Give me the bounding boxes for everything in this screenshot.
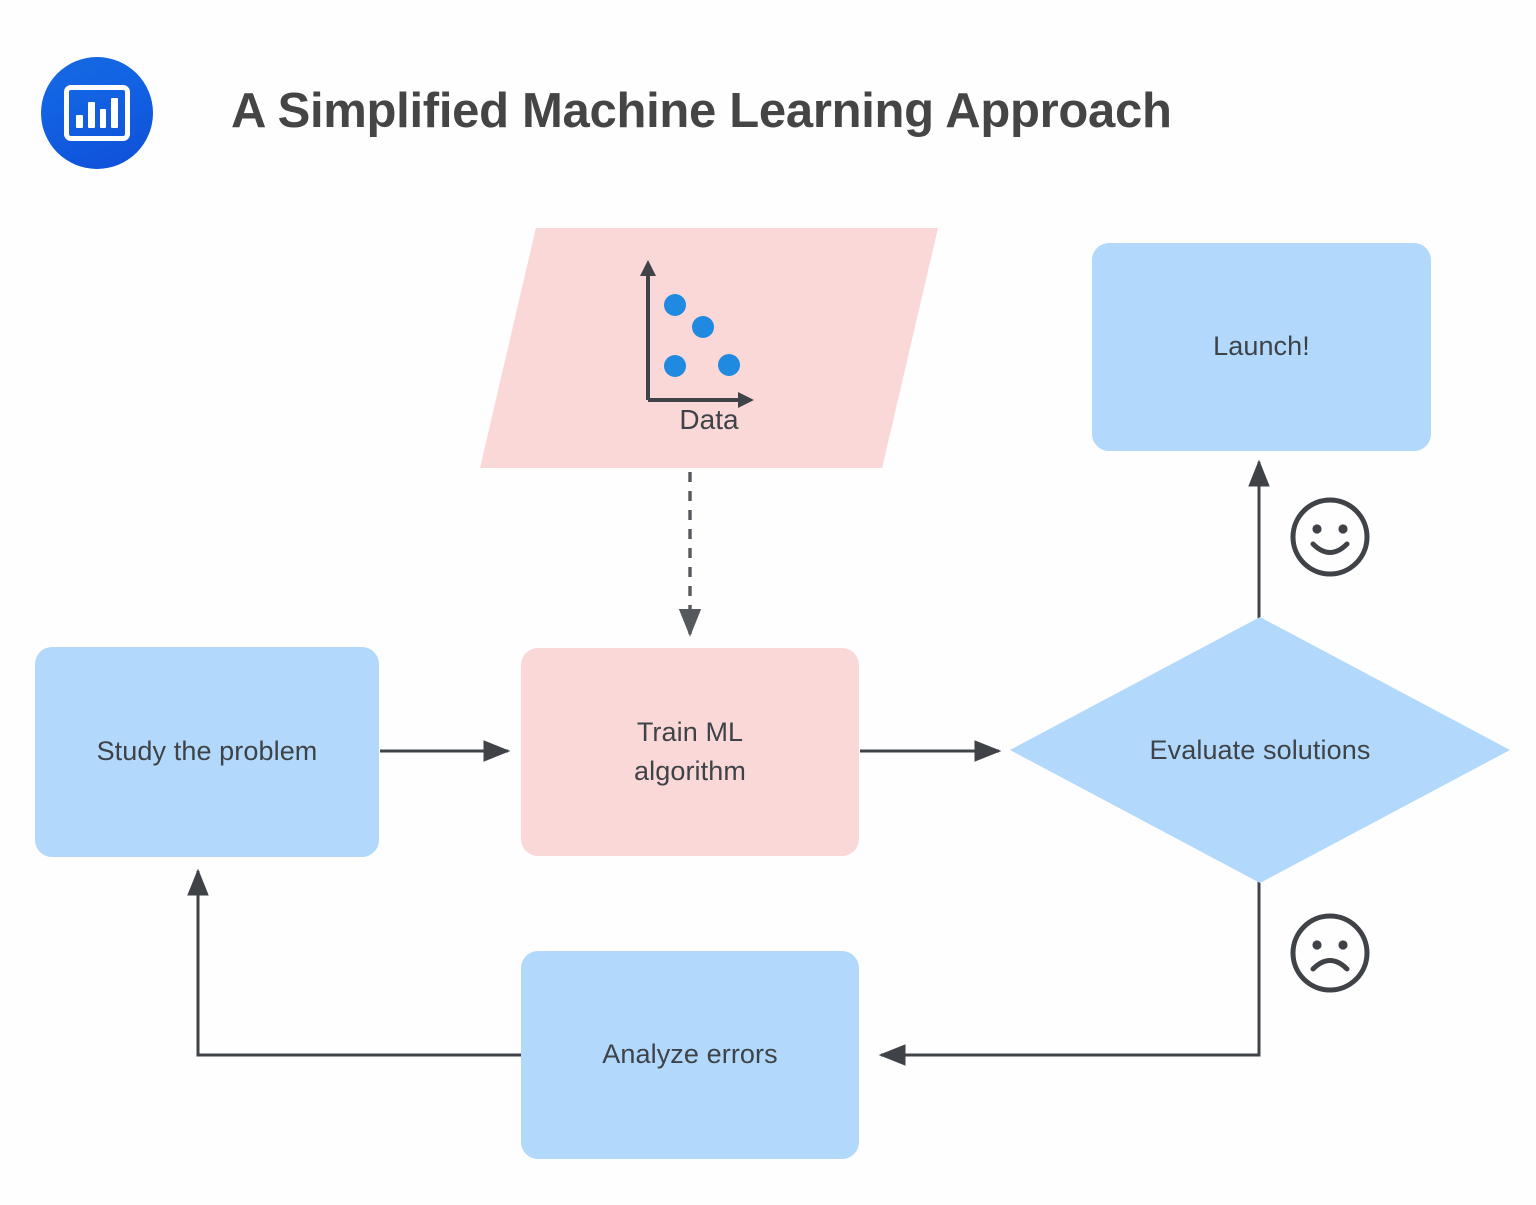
data-point: [718, 354, 740, 376]
parallelogram-shape: [480, 228, 938, 468]
node-data-label: Data: [679, 404, 739, 435]
logo-bar-2: [87, 102, 95, 128]
edge-evaluate-to-analyze: [878, 880, 1261, 1066]
node-analyze-errors[interactable]: Analyze errors: [521, 951, 859, 1159]
node-train-label: Train ML algorithm: [634, 713, 746, 791]
scatter-plot-icon: [640, 260, 754, 408]
happy-face-icon: [1290, 497, 1370, 577]
bar-chart-icon: [41, 57, 153, 169]
page-title: A Simplified Machine Learning Approach: [231, 84, 1172, 138]
data-point: [692, 316, 714, 338]
edge-analyze-to-study: [187, 868, 521, 1057]
node-data[interactable]: Data: [480, 228, 938, 468]
node-launch[interactable]: Launch!: [1092, 243, 1431, 451]
node-analyze-label: Analyze errors: [602, 1039, 778, 1070]
node-study-label: Study the problem: [96, 736, 318, 767]
node-evaluate-label: Evaluate solutions: [1149, 734, 1371, 765]
node-launch-label: Launch!: [1213, 331, 1310, 362]
data-point: [664, 355, 686, 377]
node-train-label-line1: Train ML: [636, 716, 744, 747]
logo-bar-4: [111, 98, 118, 128]
node-evaluate-solutions[interactable]: Evaluate solutions: [1010, 617, 1510, 883]
logo-bar-1: [76, 115, 83, 128]
logo-bar-3: [99, 109, 107, 128]
data-point: [664, 294, 686, 316]
node-study-the-problem[interactable]: Study the problem: [35, 647, 379, 857]
node-train-ml-algorithm[interactable]: Train ML algorithm: [521, 648, 859, 856]
logo-chart-frame: [64, 85, 130, 141]
node-train-label-line2: algorithm: [634, 756, 746, 786]
sad-face-icon: [1290, 913, 1370, 993]
